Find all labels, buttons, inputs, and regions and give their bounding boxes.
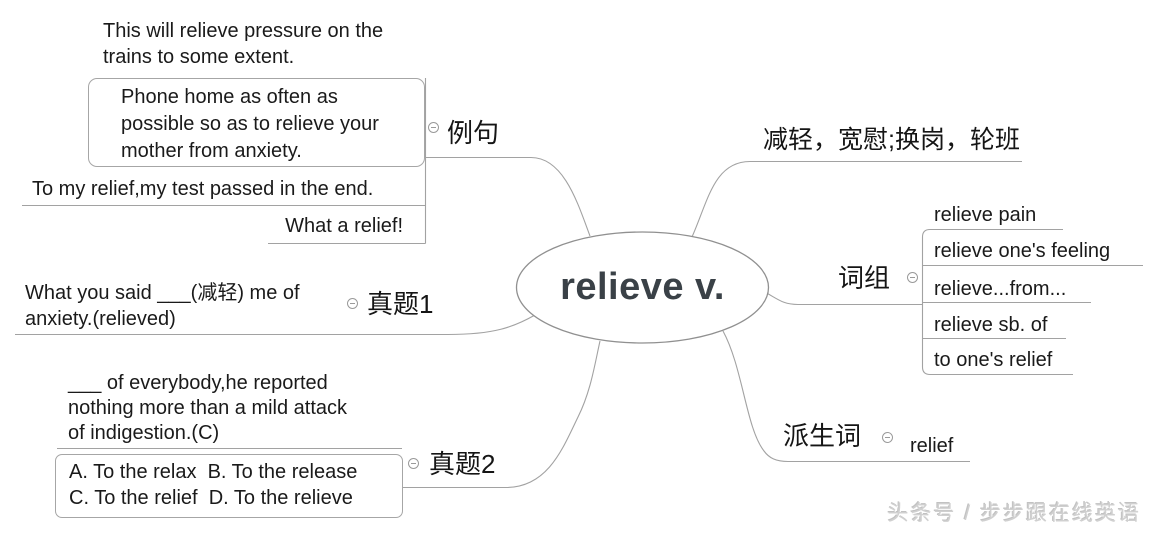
example-node-2[interactable]: Phone home as often as possible so as to… — [88, 78, 425, 167]
collapse-icon[interactable] — [882, 432, 893, 443]
collapse-icon[interactable] — [907, 272, 918, 283]
branch-label-exam2[interactable]: 真题2 — [429, 449, 496, 479]
example-node-4[interactable]: What a relief! — [250, 213, 403, 239]
watermark: 头条号 / 步步跟在线英语 — [887, 502, 1141, 525]
text-line: Phone home as often as — [121, 86, 338, 108]
derivative-node[interactable]: relief — [910, 435, 954, 457]
text-line: C. To the relief D. To the relieve — [69, 487, 353, 509]
text-line: trains to some extent. — [103, 46, 295, 68]
minus-glyph — [885, 437, 890, 438]
central-topic-ellipse[interactable] — [515, 231, 770, 344]
text-line: A. To the relax B. To the release — [69, 461, 358, 483]
minus-glyph — [350, 303, 355, 304]
minus-glyph — [431, 127, 436, 128]
text-line: ___ of everybody,he reported — [68, 372, 328, 394]
connector-definition — [691, 160, 1022, 238]
connector-exam1 — [15, 314, 536, 336]
exam1-node[interactable]: What you said ___(减轻) me of anxiety.(rel… — [25, 280, 300, 332]
exam2-question-node[interactable]: ___ of everybody,he reported nothing mor… — [68, 371, 347, 446]
phrase-node[interactable]: relieve pain — [934, 204, 1037, 226]
branch-label-examples[interactable]: 例句 — [447, 118, 500, 148]
connector-examples — [425, 156, 591, 237]
exam2-options-node[interactable]: A. To the relax B. To the release C. To … — [55, 454, 403, 518]
connector-exam2 — [403, 340, 601, 489]
phrase-node[interactable]: relieve...from... — [934, 278, 1067, 300]
text-line: What you said ___(减轻) me of — [25, 282, 300, 304]
text-line: mother from anxiety. — [121, 140, 302, 162]
text-line: This will relieve pressure on the — [103, 20, 384, 42]
central-topic[interactable]: relieve v. — [560, 266, 725, 308]
text-line: To my relief,my test passed in the end. — [32, 178, 374, 200]
phrase-node[interactable]: to one's relief — [934, 349, 1053, 371]
text-line: possible so as to relieve your — [121, 113, 379, 135]
branch-label-derivatives[interactable]: 派生词 — [783, 421, 862, 451]
phrase-node[interactable]: relieve one's feeling — [934, 240, 1111, 262]
minus-glyph — [411, 463, 416, 464]
text-line: anxiety.(relieved) — [25, 308, 176, 330]
phrase-node[interactable]: relieve sb. of — [934, 314, 1048, 336]
collapse-icon[interactable] — [347, 298, 358, 309]
connector-derivatives — [722, 330, 970, 463]
text-line: What a relief! — [285, 215, 403, 237]
definition-node[interactable]: 减轻，宽慰;换岗，轮班 — [763, 126, 1020, 154]
collapse-icon[interactable] — [408, 458, 419, 469]
branch-label-exam1[interactable]: 真题1 — [367, 289, 434, 319]
minus-glyph — [910, 277, 915, 278]
example-node-3[interactable]: To my relief,my test passed in the end. — [32, 176, 373, 202]
connector-phrases — [767, 293, 922, 306]
text-line: nothing more than a mild attack — [68, 397, 348, 419]
collapse-icon[interactable] — [428, 122, 439, 133]
text-line: of indigestion.(C) — [68, 422, 220, 444]
example-node-1[interactable]: This will relieve pressure on the trains… — [103, 18, 383, 70]
branch-label-phrases[interactable]: 词组 — [838, 263, 891, 293]
